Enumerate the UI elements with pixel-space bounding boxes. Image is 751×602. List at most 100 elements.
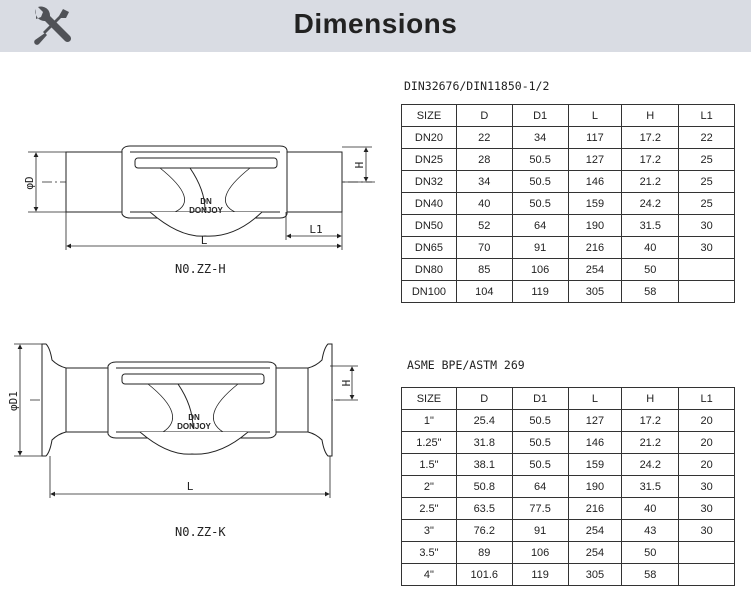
technical-drawings: DN DONJOY φD H L L1 <box>7 145 375 498</box>
table-cell: 254 <box>567 258 623 281</box>
header-banner: Dimensions <box>0 0 751 52</box>
table-cell: 58 <box>621 280 680 303</box>
table-cell: 17.2 <box>621 148 680 171</box>
table-cell: 50.5 <box>511 431 569 454</box>
table-cell: 50.5 <box>511 148 569 171</box>
table-cell: 30 <box>678 236 735 259</box>
table-cell: 85 <box>455 258 513 281</box>
table-cell: 1.5" <box>401 453 457 476</box>
table-cell: 22 <box>455 126 513 149</box>
table-cell: DN50 <box>401 214 457 237</box>
table-cell: 21.2 <box>621 170 680 193</box>
column-header: L1 <box>678 104 735 127</box>
table-cell: 4" <box>401 563 457 586</box>
table-cell: 70 <box>455 236 513 259</box>
dim-label-l1: L1 <box>309 223 322 236</box>
logo-brand-text: DONJOY <box>177 422 211 431</box>
column-header: D1 <box>511 387 569 410</box>
table-cell: 305 <box>567 280 623 303</box>
tools-icon <box>34 6 72 45</box>
dim-label-h: H <box>340 380 353 387</box>
table-cell: 34 <box>511 126 569 149</box>
table-cell: 30 <box>678 475 735 498</box>
logo-dn-text: DN <box>200 197 212 206</box>
table-cell: 89 <box>455 541 513 564</box>
table-cell: 190 <box>567 475 623 498</box>
table-cell: 30 <box>678 214 735 237</box>
table-cell: 50.5 <box>511 409 569 432</box>
table-cell: 305 <box>567 563 623 586</box>
table-cell: 106 <box>511 258 569 281</box>
table-cell: 34 <box>455 170 513 193</box>
table-cell: 50 <box>621 258 680 281</box>
table-cell: 20 <box>678 431 735 454</box>
table-cell: 21.2 <box>621 431 680 454</box>
table-cell: 1.25" <box>401 431 457 454</box>
table-cell: 50 <box>621 541 680 564</box>
table-cell: 190 <box>567 214 623 237</box>
table-cell: 2.5" <box>401 497 457 520</box>
column-header: SIZE <box>401 387 457 410</box>
table-title-din: DIN32676/DIN11850-1/2 <box>404 79 550 93</box>
table-cell: 1" <box>401 409 457 432</box>
table-cell: 64 <box>511 214 569 237</box>
caption-welded: N0.ZZ-H <box>175 262 226 276</box>
table-cell: 216 <box>567 497 623 520</box>
table-cell: 2" <box>401 475 457 498</box>
table-cell: 254 <box>567 519 623 542</box>
table-cell: 106 <box>511 541 569 564</box>
table-cell: 25 <box>678 192 735 215</box>
table-cell: 58 <box>621 563 680 586</box>
table-cell: DN40 <box>401 192 457 215</box>
table-cell: 146 <box>567 431 623 454</box>
column-header: L1 <box>678 387 735 410</box>
table-cell: 38.1 <box>455 453 513 476</box>
logo-brand-text: DONJOY <box>189 206 223 215</box>
table-cell: 117 <box>567 126 623 149</box>
table-cell: 50.5 <box>511 192 569 215</box>
table-cell: DN65 <box>401 236 457 259</box>
column-header: D <box>455 104 513 127</box>
page-title: Dimensions <box>293 8 458 39</box>
table-cell: 63.5 <box>455 497 513 520</box>
table-cell: 254 <box>567 541 623 564</box>
table-cell: 28 <box>455 148 513 171</box>
table-cell <box>678 563 735 586</box>
table-cell: 119 <box>511 563 569 586</box>
table-cell: 159 <box>567 453 623 476</box>
table-cell: 31.8 <box>455 431 513 454</box>
logo-dn-text: DN <box>188 413 200 422</box>
table-cell: 3.5" <box>401 541 457 564</box>
dimensions-bottom <box>14 343 358 498</box>
table-cell <box>678 280 735 303</box>
column-header: SIZE <box>401 104 457 127</box>
table-cell: 17.2 <box>621 126 680 149</box>
valve-logo-bottom: DN DONJOY <box>177 413 211 431</box>
table-cell: DN20 <box>401 126 457 149</box>
table-cell: 40 <box>621 236 680 259</box>
dim-label-h: H <box>353 162 366 169</box>
dim-label-d1: φD1 <box>7 391 20 411</box>
table-cell: 24.2 <box>621 453 680 476</box>
caption-clamp: N0.ZZ-K <box>175 525 226 539</box>
table-cell <box>678 258 735 281</box>
dim-label-l: L <box>201 234 208 247</box>
valve-drawing-clamp <box>30 343 340 457</box>
table-cell: 146 <box>567 170 623 193</box>
table-cell: DN25 <box>401 148 457 171</box>
table-cell: 50.8 <box>455 475 513 498</box>
table-cell: 216 <box>567 236 623 259</box>
table-cell: 24.2 <box>621 192 680 215</box>
